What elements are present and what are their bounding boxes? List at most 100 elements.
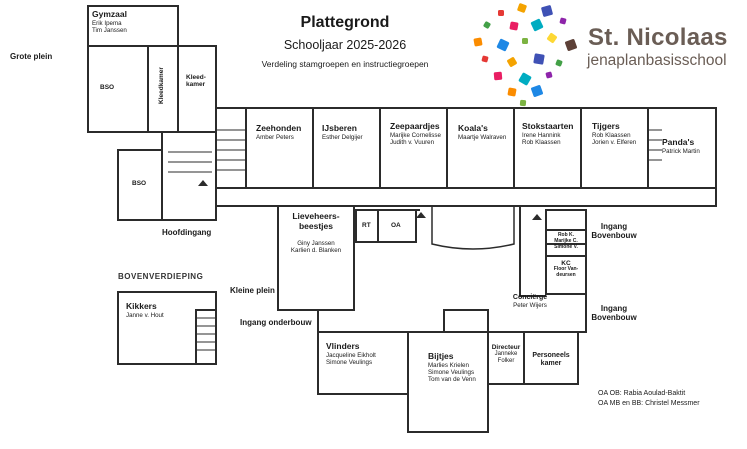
logo-confetti-piece [518, 72, 532, 86]
vlinders-name: Vlinders [326, 341, 360, 351]
directeur-name: Directeur [491, 344, 521, 351]
bijtjes-staff-2: Simone Veulings [428, 368, 475, 376]
vlinders-staff-2: Simone Veulings [326, 358, 373, 366]
gymzaal-label: Gymzaal Erik Ipema Tim Janssen [92, 9, 127, 34]
right-inner-block [545, 209, 587, 245]
kikkers-staff-1: Janne v. Hout [126, 311, 164, 319]
logo-confetti-piece [507, 87, 517, 97]
ijsberen-label: IJsberen Esther Delgijer [322, 123, 363, 141]
directeur-staff-1: Janneke [494, 351, 518, 358]
personeelskamer-label: Personeels kamer [532, 352, 569, 368]
kikkers-label: Kikkers Janne v. Hout [126, 301, 164, 319]
koalas-name: Koala's [458, 123, 488, 133]
ingang-bovenbouw-2-line1: Ingang [600, 304, 628, 313]
kleine-plein-label: Kleine plein [230, 286, 275, 295]
logo-confetti-piece [531, 85, 543, 97]
concierge-name: Conciërge [512, 294, 548, 301]
ijsberen-name: IJsberen [322, 123, 357, 133]
brand-subtitle: jenaplanbasisschool [587, 52, 727, 69]
concierge-staff: Peter Wijers [513, 302, 547, 310]
oa-label: OA [391, 222, 401, 229]
kc-room [545, 255, 587, 295]
ingang-bovenbouw-1-line1: Ingang [600, 222, 628, 231]
logo-confetti-piece [496, 38, 510, 52]
gymzaal-name: Gymzaal [92, 9, 127, 19]
tijgers-staff-2: Jorien v. Elferen [592, 138, 637, 146]
bijtjes-staff-1: Marlies Krielen [428, 361, 469, 369]
main-corridor [215, 107, 717, 207]
ingang-bovenbouw-label-1: Ingang Bovenbouw [591, 222, 636, 240]
personeelskamer-name-2: kamer [540, 360, 562, 368]
bijtjes-name: Bijtjes [428, 351, 454, 361]
personeelskamer-name-1: Personeels [532, 352, 570, 359]
ingang-bovenbouw-2-line2: Bovenbouw [591, 313, 637, 323]
legend-line-2: OA MB en BB: Christel Messmer [598, 400, 700, 408]
stokstaarten-label: Stokstaarten Irene Hannink Rob Klaassen [522, 121, 574, 146]
bijtjes-staff-3: Tom van de Venn [428, 376, 476, 384]
koalas-label: Koala's Maartje Walraven [458, 123, 507, 141]
tijgers-label: Tijgers Rob Klaassen Jorien v. Elferen [592, 121, 637, 146]
logo-confetti-piece [547, 33, 557, 43]
brand-name: St. Nicolaas [588, 24, 728, 51]
lieveheersbeestjes-staff-1: Giny Janssen [297, 239, 335, 247]
kikkers-name: Kikkers [126, 301, 157, 311]
page-tagline: Verdeling stamgroepen en instructiegroep… [261, 59, 429, 69]
rob-k-label: Rob K. Marijke C. Simone V. [554, 232, 578, 250]
kc-name: KC [561, 260, 571, 267]
tijgers-name: Tijgers [592, 121, 620, 131]
koalas-staff-1: Maartje Walraven [458, 133, 507, 141]
lieveheersbeestjes-name-2: beestjes [298, 220, 334, 231]
logo-confetti-piece [493, 71, 503, 81]
rob-k-line-1: Rob K. [557, 232, 575, 238]
personeelskamer-room [523, 331, 579, 385]
lieveheersbeestjes-name-1: Lieveheers- [292, 211, 340, 221]
ijsberen-staff-1: Esther Delgijer [322, 133, 363, 141]
kleedkamer-name-1: Kleed- [186, 74, 206, 81]
logo-confetti-piece [565, 39, 577, 51]
gymzaal-staff-1: Erik Ipema [92, 19, 122, 27]
zeepaardjes-staff-1: Marijke Cornelisse [390, 131, 441, 139]
bso-top-label: BSO [100, 84, 115, 91]
logo-confetti-piece [541, 5, 553, 17]
legend: OA OB: Rabia Aoulad-Baktit OA MB en BB: … [598, 389, 700, 409]
zeehonden-name: Zeehonden [256, 123, 302, 133]
ingang-bovenbouw-label-2: Ingang Bovenbouw [591, 304, 636, 322]
rob-k-line-3: Simone V. [554, 243, 578, 250]
zeehonden-staff-1: Amber Peters [256, 133, 294, 141]
directeur-staff-2: Folker [497, 358, 515, 365]
logo-confetti-piece [481, 55, 489, 63]
pandas-name: Panda's [662, 137, 695, 147]
vlinders-staff-1: Jacqueline Eikholt [326, 351, 376, 359]
kleedkamer-room [177, 45, 217, 133]
logo-confetti-piece [517, 3, 527, 13]
ingang-onderbouw-label: Ingang onderbouw [240, 318, 312, 327]
logo-confetti-piece [509, 21, 519, 31]
concierge-label: Conciërge Peter Wijers [513, 294, 547, 309]
stokstaarten-staff-2: Rob Klaassen [522, 138, 561, 146]
zeepaardjes-staff-2: Judith v. Vuuren [390, 138, 435, 146]
legend-line-1: OA OB: Rabia Aoulad-Baktit [598, 390, 686, 397]
logo-confetti-piece [530, 18, 544, 32]
hoofdingang-label: Hoofdingang [162, 228, 212, 237]
logo-confetti-piece [507, 57, 517, 67]
logo-confetti-piece [545, 71, 553, 79]
logo-confetti-piece [533, 53, 545, 65]
directeur-label: Directeur Janneke Folker [492, 344, 521, 365]
upper-stair [195, 309, 217, 365]
pandas-staff-1: Patrick Martin [662, 147, 700, 155]
zeepaardjes-label: Zeepaardjes Marijke Cornelisse Judith v.… [390, 121, 441, 146]
rt-label: RT [362, 222, 371, 229]
oa-room [377, 209, 417, 243]
logo-confetti-piece [555, 59, 563, 67]
kc-staff-2: deursen [556, 272, 576, 279]
stokstaarten-staff-1: Irene Hannink [522, 131, 561, 139]
gymzaal-staff-2: Tim Janssen [92, 26, 127, 34]
logo-confetti [473, 3, 577, 107]
kleedkamer-vertical-label: Kleedkamer [158, 67, 165, 104]
upper-floor-label: BOVENVERDIEPING [118, 272, 204, 281]
bso-bottom-label: BSO [132, 180, 147, 187]
logo-confetti-piece [498, 10, 504, 16]
lieveheersbeestjes-staff-2: Karlien d. Blanken [290, 246, 342, 254]
